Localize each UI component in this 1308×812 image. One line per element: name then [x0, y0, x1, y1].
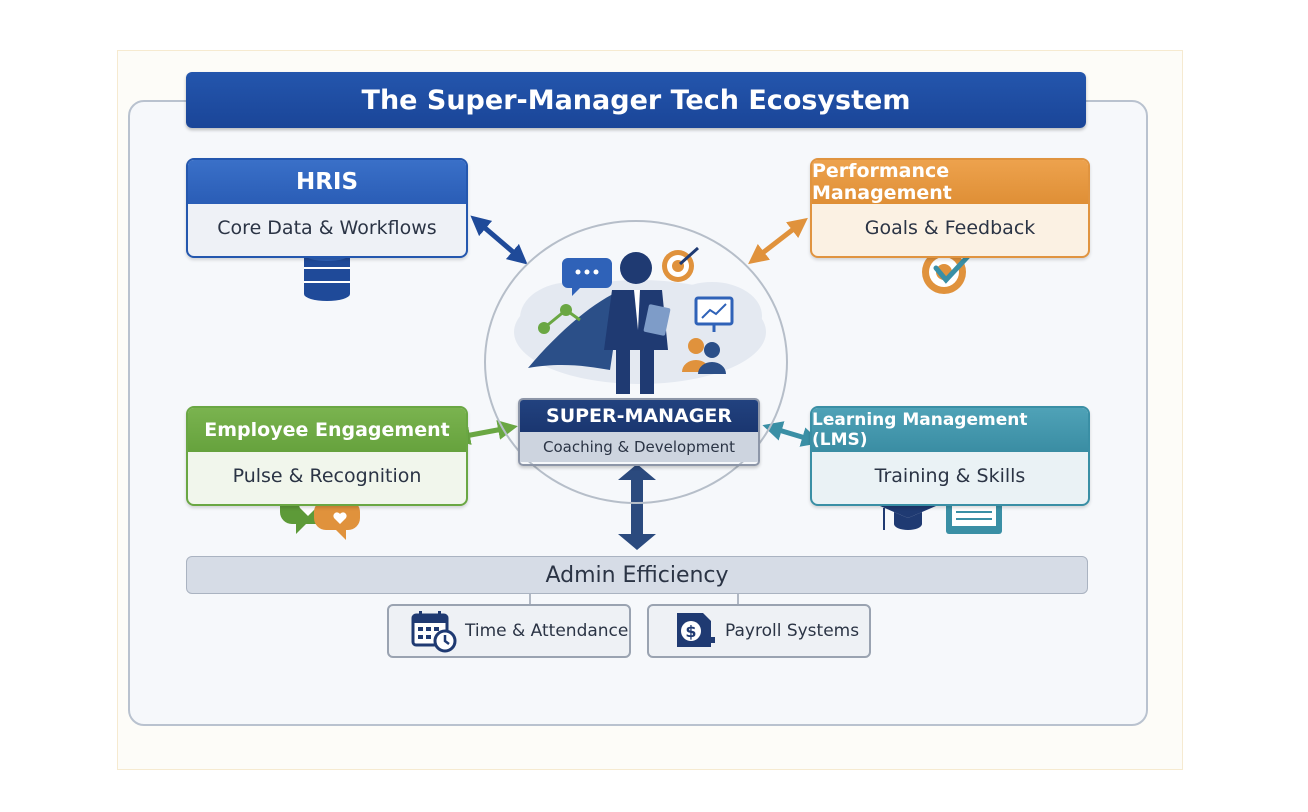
- graduation-book-icon: [880, 494, 1002, 534]
- super-manager-subtitle: Coaching & Development: [520, 432, 758, 462]
- time-attendance-label: Time & Attendance: [465, 621, 629, 641]
- hub-circle: [484, 220, 788, 504]
- employee-engagement-subtitle: Pulse & Recognition: [232, 465, 422, 487]
- payroll-systems-pill: $ Payroll Systems: [647, 604, 871, 658]
- diagram-title: The Super-Manager Tech Ecosystem: [186, 72, 1086, 128]
- lms-connector-arrow: [762, 421, 822, 447]
- admin-efficiency-bar: Admin Efficiency: [186, 556, 1088, 594]
- performance-management-box: Performance Management Goals & Feedback: [810, 158, 1090, 258]
- performance-management-subtitle: Goals & Feedback: [864, 217, 1036, 239]
- super-manager-box: SUPER-MANAGER Coaching & Development: [518, 398, 760, 466]
- payroll-systems-label: Payroll Systems: [725, 621, 860, 641]
- employee-engagement-box: Employee Engagement Pulse & Recognition: [186, 406, 468, 506]
- hris-subtitle: Core Data & Workflows: [217, 217, 437, 239]
- hris-connector-arrow: [470, 215, 528, 265]
- calendar-clock-icon: [411, 611, 457, 653]
- hris-box: HRIS Core Data & Workflows: [186, 158, 468, 258]
- super-manager-title: SUPER-MANAGER: [520, 400, 758, 432]
- time-attendance-pill: Time & Attendance: [387, 604, 631, 658]
- engagement-connector-arrow: [450, 420, 518, 445]
- employee-engagement-title: Employee Engagement: [188, 408, 466, 452]
- learning-management-subtitle: Training & Skills: [874, 465, 1026, 487]
- learning-management-title: Learning Management (LMS): [812, 408, 1088, 452]
- learning-management-box: Learning Management (LMS) Training & Ski…: [810, 406, 1090, 506]
- dollar-document-icon: $: [677, 613, 715, 647]
- target-check-icon: [922, 249, 975, 294]
- performance-connector-arrow: [748, 217, 808, 265]
- performance-management-title: Performance Management: [812, 160, 1088, 204]
- svg-text:$: $: [685, 622, 696, 641]
- hris-title: HRIS: [188, 160, 466, 204]
